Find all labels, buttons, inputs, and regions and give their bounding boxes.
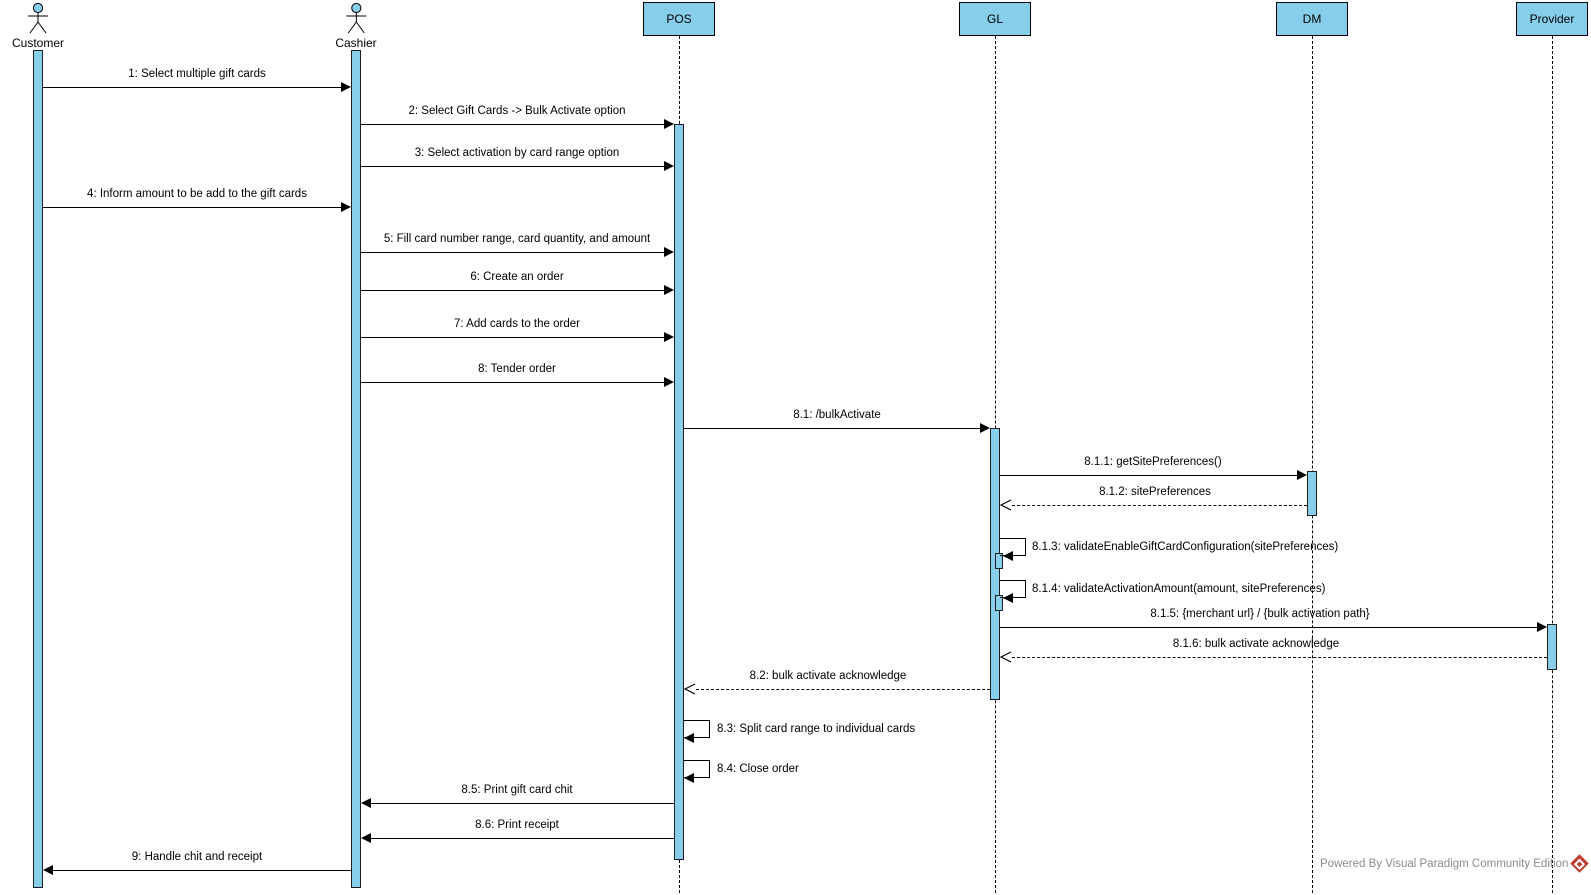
message-8-2-line (696, 689, 990, 690)
activation-bar-customer (33, 50, 43, 888)
actor-cashier: Cashier (335, 2, 377, 50)
message-5-arrowhead-icon (664, 247, 674, 257)
participant-gl: GL (959, 2, 1031, 36)
message-8-3-arrowhead-icon (684, 733, 694, 743)
watermark-text: Powered By Visual Paradigm Community Edi… (1320, 858, 1569, 870)
message-8-1-2-openarrow-icon (1000, 499, 1012, 511)
actor-cashier-label: Cashier (335, 36, 377, 50)
message-2-line (361, 124, 664, 125)
person-icon (345, 2, 366, 34)
message-6-line (361, 290, 664, 291)
actor-customer: Customer (12, 2, 64, 50)
lifeline-provider (1552, 36, 1553, 893)
message-8-1-5-arrowhead-icon (1537, 622, 1547, 632)
message-8-1-6-line (1012, 657, 1547, 658)
message-4-arrowhead-icon (341, 202, 351, 212)
message-5-line (361, 252, 664, 253)
message-3-arrowhead-icon (664, 161, 674, 171)
activation-bar-gl-nested-2 (995, 595, 1003, 611)
message-6-arrowhead-icon (664, 285, 674, 295)
message-6-label: 6: Create an order (470, 271, 564, 283)
message-8-1-2-line (1012, 505, 1307, 506)
message-8-1-3-loop (1000, 538, 1026, 556)
message-9-label: 9: Handle chit and receipt (131, 851, 263, 863)
participant-dm: DM (1276, 2, 1348, 36)
message-3-label: 3: Select activation by card range optio… (414, 147, 620, 159)
activation-bar-dm (1307, 471, 1317, 516)
message-4-label: 4: Inform amount to be add to the gift c… (87, 188, 307, 200)
message-2-arrowhead-icon (664, 119, 674, 129)
actor-customer-label: Customer (11, 36, 65, 50)
message-8-1-1-label: 8.1.1: getSitePreferences() (1084, 456, 1222, 468)
person-icon (27, 2, 48, 34)
message-8-1-3-arrowhead-icon (1003, 551, 1013, 561)
lifeline-dm (1312, 36, 1313, 893)
message-8-3-loop (684, 720, 710, 738)
message-2-label: 2: Select Gift Cards -> Bulk Activate op… (408, 105, 626, 117)
message-8-1-1-arrowhead-icon (1297, 470, 1307, 480)
message-9-line (53, 870, 351, 871)
message-8-label: 8: Tender order (478, 363, 556, 375)
message-1-label: 1: Select multiple gift cards (128, 68, 266, 80)
message-8-1-5-line (1000, 627, 1537, 628)
message-8-1-6-label: 8.1.6: bulk activate acknowledge (1172, 638, 1340, 650)
message-8-5-arrowhead-icon (361, 798, 371, 808)
activation-bar-gl-nested-1 (995, 553, 1003, 569)
message-4-line (43, 207, 341, 208)
message-1-arrowhead-icon (341, 82, 351, 92)
participant-gl-label: GL (986, 12, 1003, 26)
message-8-1-line (684, 428, 980, 429)
message-8-2-openarrow-icon (684, 683, 696, 695)
message-7-line (361, 337, 664, 338)
visual-paradigm-logo-icon (1570, 854, 1589, 873)
message-8-1-5-label: 8.1.5: {merchant url} / {bulk activation… (1150, 608, 1370, 620)
message-8-line (361, 382, 664, 383)
message-8-3-label: 8.3: Split card range to individual card… (717, 723, 916, 735)
activation-bar-provider (1547, 624, 1557, 670)
message-8-1-3-label: 8.1.3: validateEnableGiftCardConfigurati… (1032, 541, 1339, 553)
message-8-6-line (371, 838, 674, 839)
message-1-line (43, 87, 341, 88)
message-8-2-label: 8.2: bulk activate acknowledge (749, 670, 907, 682)
message-8-1-4-arrowhead-icon (1003, 593, 1013, 603)
message-7-label: 7: Add cards to the order (454, 318, 580, 330)
participant-dm-label: DM (1302, 12, 1322, 26)
message-3-line (361, 166, 664, 167)
message-8-arrowhead-icon (664, 377, 674, 387)
participant-provider-label: Provider (1529, 12, 1575, 26)
participant-provider: Provider (1516, 2, 1588, 36)
message-9-arrowhead-icon (43, 865, 53, 875)
activation-bar-cashier (351, 50, 361, 888)
message-8-1-4-loop (1000, 580, 1026, 598)
message-8-1-6-openarrow-icon (1000, 651, 1012, 663)
message-8-5-label: 8.5: Print gift card chit (461, 784, 573, 796)
message-8-4-loop (684, 760, 710, 778)
message-8-5-line (371, 803, 674, 804)
message-8-1-4-label: 8.1.4: validateActivationAmount(amount, … (1032, 583, 1326, 595)
message-8-1-label: 8.1: /bulkActivate (793, 409, 881, 421)
participant-pos: POS (643, 2, 715, 36)
message-8-6-label: 8.6: Print receipt (475, 819, 559, 831)
message-8-1-2-label: 8.1.2: sitePreferences (1099, 486, 1211, 498)
message-5-label: 5: Fill card number range, card quantity… (383, 233, 651, 245)
message-8-4-arrowhead-icon (684, 773, 694, 783)
activation-bar-pos (674, 124, 684, 860)
message-8-1-1-line (1000, 475, 1297, 476)
message-8-4-label: 8.4: Close order (717, 763, 799, 775)
message-7-arrowhead-icon (664, 332, 674, 342)
participant-pos-label: POS (666, 12, 692, 26)
message-8-6-arrowhead-icon (361, 833, 371, 843)
message-8-1-arrowhead-icon (980, 423, 990, 433)
